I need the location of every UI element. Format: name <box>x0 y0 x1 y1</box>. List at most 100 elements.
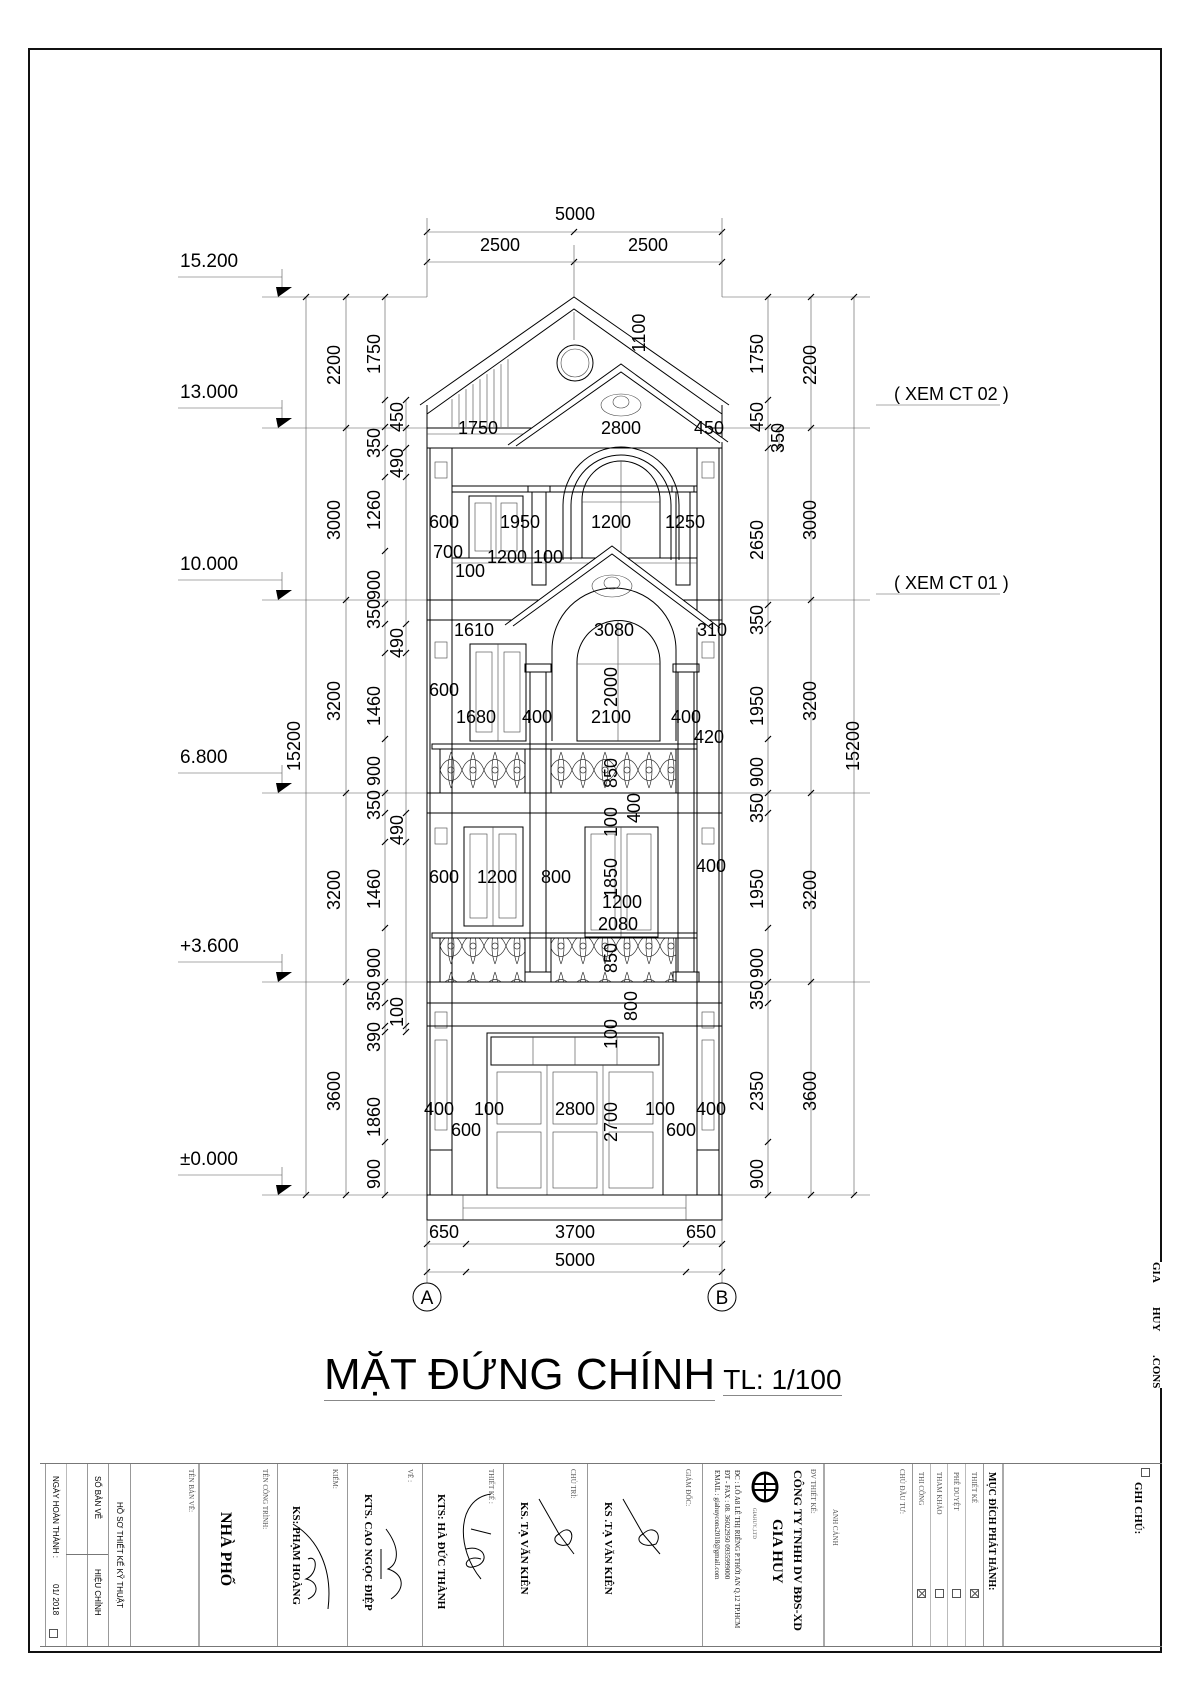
designed-by: KTS: HÀ ĐỨC THÀNH <box>435 1494 447 1610</box>
dimension-label: 390 <box>364 1022 384 1052</box>
dimension-label: 400 <box>696 1099 726 1119</box>
dimension-label: 900 <box>364 1159 384 1189</box>
level-label: 15.200 <box>180 251 238 272</box>
tb-blank-col <box>66 1464 87 1646</box>
dimension-label: 400 <box>624 793 644 823</box>
dimension-label: 800 <box>621 991 641 1021</box>
dimension-label: 15200 <box>843 721 863 771</box>
dimension-label: 900 <box>747 948 767 978</box>
company-email: EMAIL : giahuycons2018@gmail.com <box>713 1470 721 1580</box>
dimension-label: 1200 <box>591 512 631 532</box>
dimension-label: 1200 <box>477 867 517 887</box>
dimension-label: 1750 <box>458 418 498 438</box>
signature-icon <box>462 1493 492 1580</box>
dimension-label: 1850 <box>601 858 621 898</box>
lead-by: KS. TẠ VĂN KIÊN <box>518 1502 530 1595</box>
detail-ref-ct02: ( XEM CT 02 ) <box>894 384 1009 404</box>
director-label: GIÁM ĐỐC: <box>684 1469 692 1507</box>
dimension-label: 1950 <box>747 869 767 909</box>
level-label: 6.800 <box>180 747 228 768</box>
level-marker-icon <box>276 783 292 793</box>
dimension-label: 490 <box>387 448 407 478</box>
level-label: 13.000 <box>180 382 238 403</box>
purpose-checkbox[interactable] <box>952 1589 961 1598</box>
dimension-label: 2200 <box>800 345 820 385</box>
dimension-label: 1750 <box>747 334 767 374</box>
dimension-label: 3200 <box>324 681 344 721</box>
dimension-label: 490 <box>387 815 407 845</box>
checked-label: KIỂM: <box>331 1469 339 1489</box>
completion-date-label: NGÀY HOÀN THÀNH : <box>51 1476 60 1558</box>
dimension-label: 3700 <box>555 1222 595 1242</box>
dimension-label: 2350 <box>747 1071 767 1111</box>
dimension-label: 1860 <box>364 1097 384 1137</box>
drawn-label: VẼ : <box>406 1469 414 1483</box>
drawing-title-text: MẶT ĐỨNG CHÍNH <box>324 1350 716 1401</box>
dimension-label: 900 <box>364 756 384 786</box>
dimension-label: 900 <box>364 570 384 600</box>
title-block: NGÀY HOÀN THÀNH : 01/ 2018 SỐ BẢN VẼ HIỆ… <box>40 1463 1162 1647</box>
dimension-label: 650 <box>429 1222 459 1242</box>
level-label: +3.600 <box>180 936 239 957</box>
dimension-label: 900 <box>747 757 767 787</box>
dimension-label: 1250 <box>665 512 705 532</box>
purpose-heading: MỤC ĐÍCH PHÁT HÀNH: <box>986 1472 997 1591</box>
purpose-label: THAM KHẢO <box>935 1472 943 1515</box>
dimension-label: 5000 <box>555 1250 595 1270</box>
dimension-label: 3200 <box>800 870 820 910</box>
dimension-label: 1950 <box>747 686 767 726</box>
purpose-item: THIẾT KẾ <box>965 1464 983 1646</box>
dimension-label: 15200 <box>284 721 304 771</box>
dimension-label: 350 <box>364 790 384 820</box>
tb-design-unit: ĐV THIẾT KẾ: CÔNG TY TNHH DV BĐS-XD GIA … <box>702 1464 823 1646</box>
dimension-label: 350 <box>768 423 788 453</box>
building-elevation <box>419 296 730 1221</box>
tb-notes: GHI CHÚ: <box>1002 1464 1162 1646</box>
dimension-label: 400 <box>522 707 552 727</box>
company-name: CÔNG TY TNHH DV BĐS-XD <box>791 1470 805 1631</box>
tb-owner: CHỦ ĐẦU TƯ: ANH CẢNH <box>823 1464 912 1646</box>
dimension-label: 3200 <box>800 681 820 721</box>
dimension-label: 450 <box>694 418 724 438</box>
dimension-label: 350 <box>747 980 767 1010</box>
dimension-label: 1460 <box>364 869 384 909</box>
dimension-label: 1460 <box>364 686 384 726</box>
level-label: 10.000 <box>180 554 238 575</box>
tb-drawing-name: TÊN BẢN VẼ: <box>130 1464 198 1646</box>
purpose-item: THAM KHẢO <box>930 1464 947 1646</box>
company-logo-icon <box>751 1471 779 1503</box>
purpose-checkbox-checked[interactable] <box>970 1589 979 1598</box>
dimension-label: 2200 <box>324 345 344 385</box>
dimension-label: 350 <box>747 793 767 823</box>
level-marker-icon <box>276 287 292 297</box>
purpose-checkbox-checked[interactable] <box>917 1589 926 1598</box>
dimension-label: 490 <box>387 628 407 658</box>
dimension-label: 3000 <box>324 500 344 540</box>
grid-label-b: B <box>716 1288 729 1309</box>
revision-label: HIỆU CHỈNH <box>93 1569 102 1616</box>
completion-date: 01/ 2018 <box>51 1584 60 1616</box>
purpose-label: PHÊ DUYỆT <box>952 1472 960 1511</box>
corner-checkbox <box>49 1629 58 1638</box>
dimension-label: 350 <box>747 605 767 635</box>
dimension-label: 5000 <box>555 204 595 224</box>
tb-checked: KIỂM: KS: PHẠM HOÀNG <box>277 1464 347 1646</box>
purpose-checkbox[interactable] <box>935 1589 944 1598</box>
tb-completion-date: NGÀY HOÀN THÀNH : 01/ 2018 <box>45 1464 66 1646</box>
dimension-label: 650 <box>686 1222 716 1242</box>
design-label: THIẾT KẾ : <box>487 1469 495 1504</box>
dimension-label: 450 <box>747 402 767 432</box>
dimension-label: 2800 <box>555 1099 595 1119</box>
dimension-label: 2100 <box>591 707 631 727</box>
signature-icon <box>622 1498 661 1555</box>
dimension-label: 450 <box>387 402 407 432</box>
dimension-label: 3600 <box>800 1071 820 1111</box>
level-marker-icon <box>276 1185 292 1195</box>
dimension-label: 1950 <box>500 512 540 532</box>
notes-checkbox <box>1141 1468 1150 1477</box>
dimension-label: 1610 <box>454 620 494 640</box>
company-address: ĐC : LÔ A8 LÊ THỊ RIÊNG P.THỚI AN Q.12 T… <box>733 1470 741 1629</box>
drawing-scale: TL: 1/100 <box>723 1364 842 1396</box>
sheet-border <box>28 48 1162 1653</box>
